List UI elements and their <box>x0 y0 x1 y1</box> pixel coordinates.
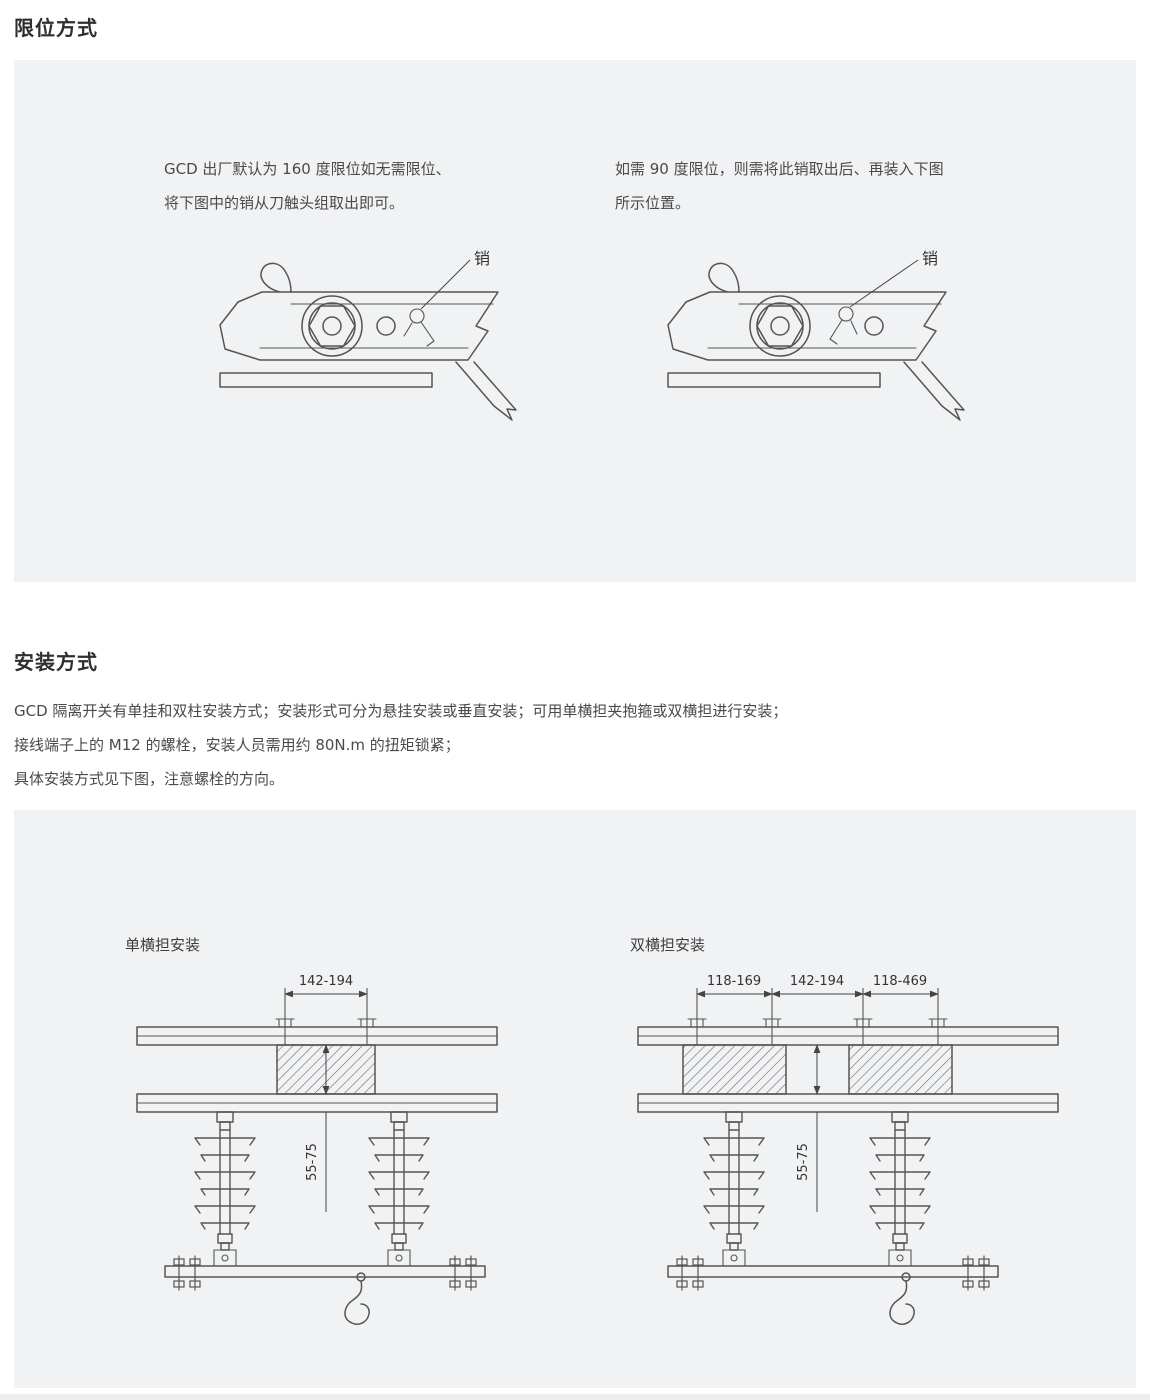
limit-note-left-line1: GCD 出厂默认为 160 度限位如无需限位、 <box>164 160 451 178</box>
double-dim-side-label: 55-75 <box>796 1143 811 1181</box>
limit-note-right-line2: 所示位置。 <box>615 194 691 212</box>
limit-note-left-line2: 将下图中的销从刀触头组取出即可。 <box>164 194 405 212</box>
end-clamp <box>676 1255 704 1291</box>
clevis-brackets <box>213 1249 411 1267</box>
double-dim-left-label: 118-169 <box>707 974 761 989</box>
double-crossarm-diagram: 118-169 142-194 118-469 <box>637 974 1059 1325</box>
clevis-brackets <box>722 1249 912 1267</box>
limit-note-left: GCD 出厂默认为 160 度限位如无需限位、 将下图中的销从刀触头组取出即可。 <box>164 152 451 220</box>
pivot-hole <box>376 316 396 336</box>
spacer-block-left <box>682 1044 787 1095</box>
double-dim-mid-label: 142-194 <box>790 974 844 989</box>
bottom-bar <box>164 1265 486 1278</box>
double-dim-right-label: 118-469 <box>873 974 927 989</box>
dim-top <box>284 988 368 1002</box>
single-crossarm-title: 单横担安装 <box>125 936 201 954</box>
base-plate <box>667 372 881 388</box>
blade-break <box>903 361 965 421</box>
double-crossarm-title: 双横担安装 <box>630 936 706 954</box>
pivot-hole <box>864 316 884 336</box>
insulator <box>194 1111 256 1251</box>
insulator <box>368 1111 430 1251</box>
hook <box>344 1272 370 1325</box>
crossarm-rails <box>637 1026 1059 1113</box>
limit-note-right: 如需 90 度限位，则需将此销取出后、再装入下图 所示位置。 <box>615 152 944 220</box>
limit-note-right-line1: 如需 90 度限位，则需将此销取出后、再装入下图 <box>615 160 944 178</box>
limit-section-title: 限位方式 <box>14 16 98 40</box>
base-plate <box>219 372 433 388</box>
switch-contact-body <box>219 262 517 421</box>
install-paragraph-line3: 具体安装方式见下图，注意螺栓的方向。 <box>14 770 285 788</box>
install-panel: 单横担安装 双横担安装 142-194 <box>14 810 1136 1388</box>
single-dim-top-label: 142-194 <box>299 974 353 989</box>
hook <box>889 1272 915 1325</box>
page-bottom-divider <box>0 1394 1150 1400</box>
mounting-bolts <box>275 1001 377 1046</box>
pin-leader-line <box>420 259 471 310</box>
switch-contact-body <box>667 262 965 421</box>
insulator <box>703 1111 765 1251</box>
limit-drawing-160: 销 <box>219 249 517 421</box>
install-paragraph: GCD 隔离开关有单挂和双柱安装方式；安装形式可分为悬挂安装或垂直安装；可用单横… <box>14 694 787 796</box>
install-paragraph-line1: GCD 隔离开关有单挂和双柱安装方式；安装形式可分为悬挂安装或垂直安装；可用单横… <box>14 702 788 720</box>
pin-leader-line <box>849 259 919 308</box>
end-clamp <box>173 1255 201 1291</box>
mounting-bolts <box>687 1001 948 1046</box>
hex-nut <box>308 305 356 347</box>
pin-label: 销 <box>474 249 490 268</box>
end-clamp <box>962 1255 990 1291</box>
end-clamp <box>449 1255 477 1291</box>
single-dim-side-label: 55-75 <box>305 1143 320 1181</box>
pin <box>829 306 858 345</box>
blade-break <box>455 361 517 421</box>
limit-drawing-90: 销 <box>667 249 965 421</box>
spacer-block-right <box>848 1044 953 1095</box>
insulator <box>869 1111 931 1251</box>
install-section-title: 安装方式 <box>14 650 98 674</box>
pin <box>403 308 435 347</box>
install-paragraph-line2: 接线端子上的 M12 的螺栓，安装人员需用约 80N.m 的扭矩锁紧； <box>14 736 460 754</box>
dim-top <box>696 988 939 1002</box>
hex-nut <box>756 305 804 347</box>
single-crossarm-diagram: 142-194 55-75 <box>136 974 498 1325</box>
limit-panel: GCD 出厂默认为 160 度限位如无需限位、 将下图中的销从刀触头组取出即可。… <box>14 60 1136 582</box>
bottom-bar <box>667 1265 999 1278</box>
pin-label: 销 <box>922 249 938 268</box>
